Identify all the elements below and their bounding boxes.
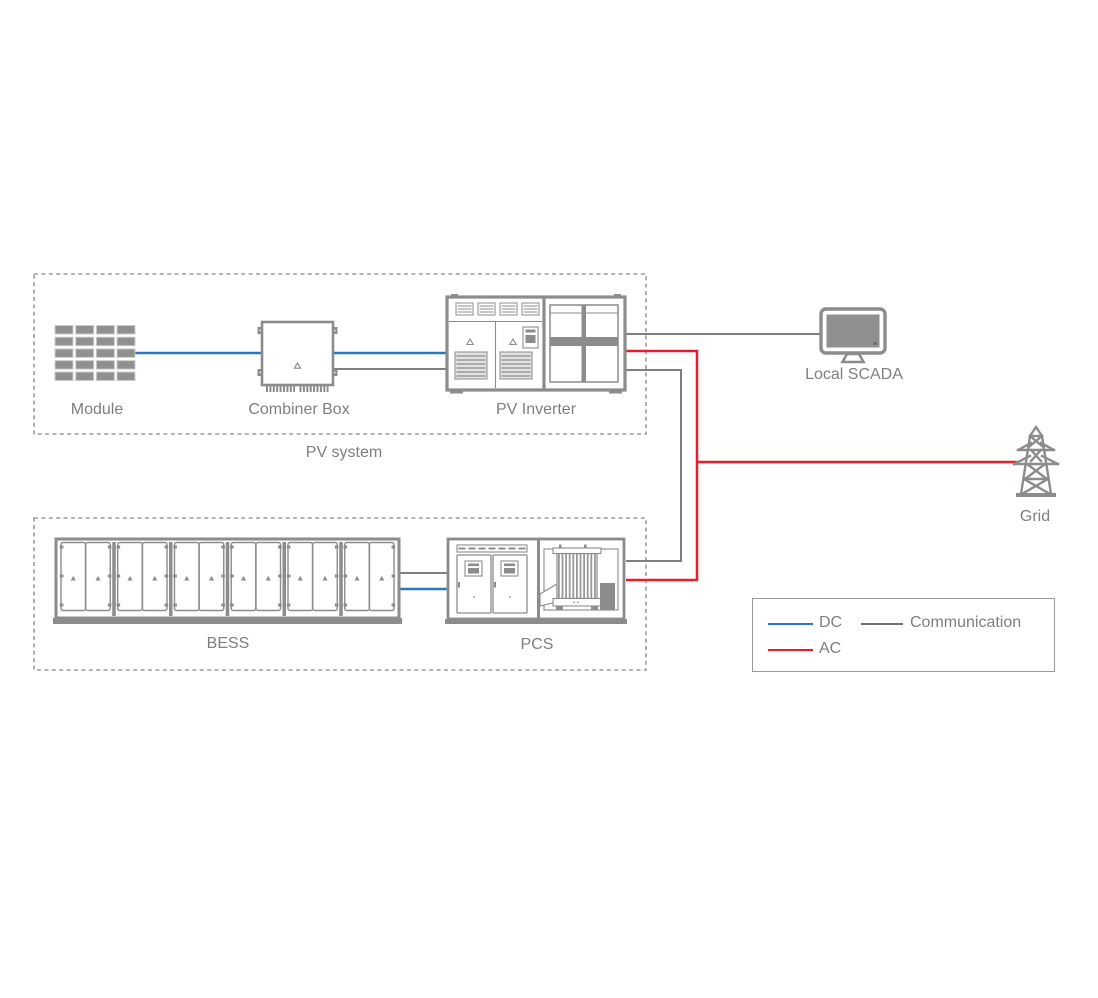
pv-inverter-label: PV Inverter [495, 401, 577, 418]
scada-monitor-icon [819, 307, 887, 364]
legend-ac-swatch [768, 649, 813, 651]
combiner-box-icon [257, 320, 338, 392]
bess-label: BESS [206, 635, 250, 652]
pv-inverter-icon [445, 294, 627, 394]
pcs-icon [445, 537, 627, 624]
pv-system-box [33, 273, 647, 435]
comm-line-inverter-pcs [625, 369, 682, 562]
module-label: Module [70, 401, 124, 418]
legend: DC Communication AC [752, 598, 1055, 672]
local-scada-label: Local SCADA [805, 366, 903, 383]
bess-container-icon [53, 537, 402, 624]
grid-tower-icon [1012, 424, 1060, 497]
storage-system-box [33, 517, 647, 671]
ac-line-inverter-pcs [625, 349, 699, 582]
grid-label: Grid [1019, 508, 1051, 525]
legend-ac-label: AC [819, 640, 842, 657]
pv-system-label: PV system [305, 444, 383, 461]
legend-communication-swatch [861, 623, 903, 625]
legend-communication-label: Communication [910, 614, 1022, 631]
legend-dc-swatch [768, 623, 813, 625]
pcs-label: PCS [520, 636, 554, 653]
combiner-box-label: Combiner Box [248, 401, 350, 418]
module-icon [54, 325, 136, 381]
legend-dc-label: DC [819, 614, 843, 631]
